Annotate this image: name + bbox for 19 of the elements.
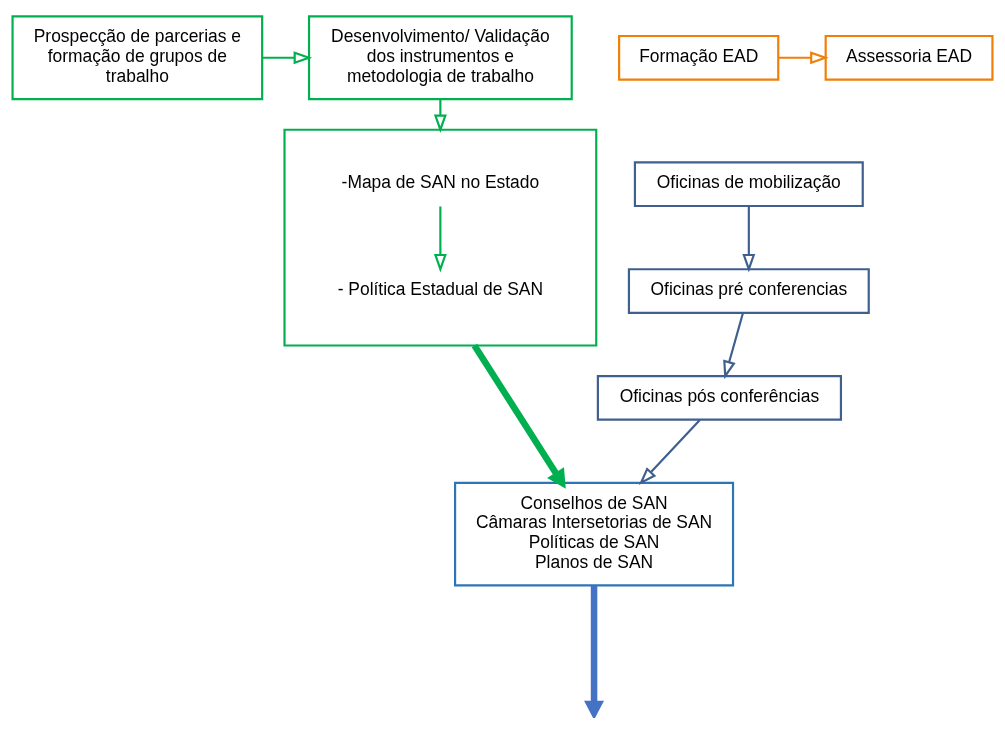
arrow (723, 312, 744, 379)
arrow (471, 343, 566, 489)
node-box: Oficinas de mobilização (633, 160, 864, 207)
node-box: Formação EAD (618, 34, 780, 81)
arrow (638, 418, 701, 485)
node-box: Oficinas pré conferencias (627, 267, 870, 314)
arrow (742, 206, 756, 272)
node-box: Prospecção de parcerias e formação de grupos de trabalho (11, 14, 264, 100)
arrow (262, 50, 313, 64)
arrow (778, 50, 829, 64)
node-text: -Mapa de SAN no Estado (341, 171, 540, 192)
node-box: Conselhos de SAN Câmaras Intersetorias de SAN Políticas de SAN Planos de SAN (454, 481, 735, 586)
arrow (433, 206, 447, 272)
arrow (584, 585, 605, 718)
node-text: - Política Estadual de SAN (337, 278, 544, 299)
cluster (283, 128, 598, 347)
node-box: Desenvolvimento/ Validação dos instrumentos e metodologia de trabalho (307, 14, 573, 100)
node-box: Oficinas pós conferências (596, 374, 843, 421)
node-box: Assessoria EAD (824, 34, 994, 81)
